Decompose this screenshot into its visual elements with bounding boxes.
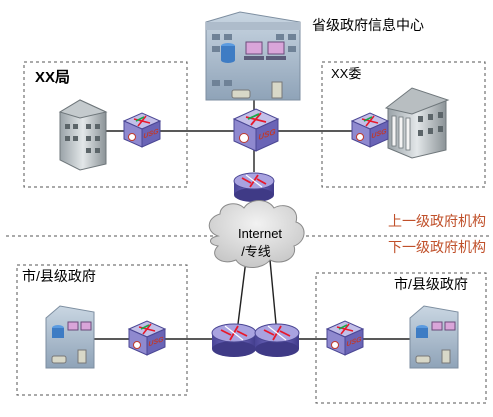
router-city-right xyxy=(254,323,300,357)
connection-lines xyxy=(94,100,410,340)
firewall-city-right: USG xyxy=(325,320,365,356)
city-right-label: 市/县级政府 xyxy=(394,276,468,292)
lower-level-label: 下一级政府机构 xyxy=(388,239,486,255)
router-city-left xyxy=(211,323,257,357)
xx-bureau-label: XX局 xyxy=(35,69,70,86)
city-right-region xyxy=(315,272,487,404)
upper-level-label: 上一级政府机构 xyxy=(388,213,486,229)
firewall-center: USG xyxy=(232,108,280,152)
xx-committee-label: XX委 xyxy=(331,66,361,81)
xx-bureau-building xyxy=(58,99,108,171)
xx-committee-building xyxy=(384,87,450,159)
internet-cloud xyxy=(208,200,305,268)
provincial-datacenter-building xyxy=(205,11,301,101)
firewall-bureau: USG xyxy=(122,112,162,148)
city-left-label: 市/县级政府 xyxy=(22,268,96,284)
city-left-region xyxy=(16,264,188,396)
city-left-building xyxy=(45,305,95,369)
firewall-city-left: USG xyxy=(127,320,167,356)
cloud-label-line1: Internet xyxy=(238,226,282,241)
city-right-building xyxy=(409,305,459,369)
center-label: 省级政府信息中心 xyxy=(312,17,424,33)
firewall-committee: USG xyxy=(350,112,390,148)
cloud-label-line2: /专线 xyxy=(241,244,271,259)
router-center xyxy=(233,172,275,202)
